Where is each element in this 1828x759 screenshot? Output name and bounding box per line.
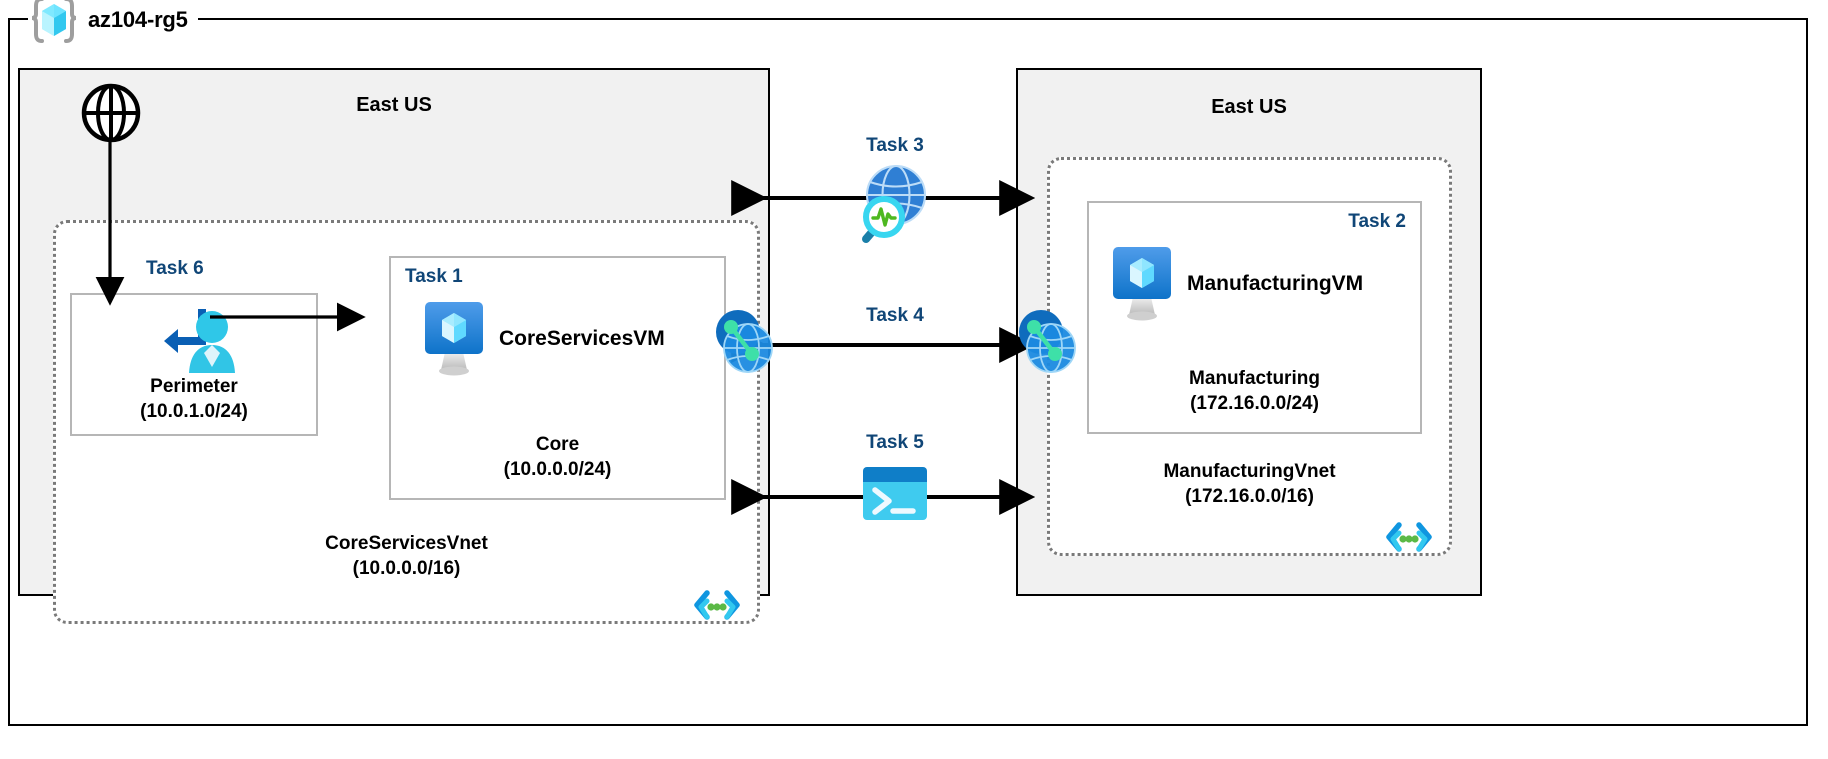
subnet-core-cidr: (10.0.0.0/24) [503,458,612,480]
resource-group-title: az104-rg5 [88,7,188,32]
vnet-manufacturing-cidr: (172.16.0.0/16) [1185,485,1314,507]
vm-coreservicesvm-row: CoreServicesVM [423,300,665,378]
connection-task4: Task 4 [820,305,970,327]
vm-manufacturingvm-name: ManufacturingVM [1187,272,1364,295]
task-label-task1: Task 1 [405,266,463,287]
connection-task3: Task 3 [820,135,970,247]
region-east-us-left: East US Task 6 [18,68,770,624]
vnet-coreservicesvnet: Task 6 Perimeter (1 [53,220,760,624]
vnet-core-cidr: (10.0.0.0/16) [352,557,461,579]
bastion-icon [158,303,238,378]
subnet-perimeter-cidr: (10.0.1.0/24) [140,400,248,422]
subnet-perimeter-name: Perimeter [150,376,238,398]
subnet-manufacturing-label: Manufacturing (172.16.0.0/24) [1089,367,1420,416]
vnet-manufacturing-name: ManufacturingVnet [1163,461,1336,483]
virtual-network-icon [693,589,741,621]
subnet-manufacturing-cidr: (172.16.0.0/24) [1190,392,1319,414]
subnet-perimeter-label: Perimeter (10.0.1.0/24) [72,375,316,424]
task-label-task4: Task 4 [866,305,924,326]
virtual-network-icon [1385,521,1433,553]
subnet-manufacturing: Task 2 [1087,201,1422,434]
vnet-peering-icon-left [709,306,781,378]
vnet-core-name: CoreServicesVnet [325,533,488,555]
region-left-title: East US [356,94,432,116]
vnet-manufacturingvnet: Task 2 [1047,157,1452,556]
subnet-core-name: Core [535,434,580,456]
vnet-peering-icon-right [1012,306,1084,378]
connection-task5: Task 5 [820,432,970,526]
task-label-task2: Task 2 [1348,211,1406,232]
subnet-core: Task 1 [389,256,726,500]
resource-group-header: az104-rg5 [28,0,198,43]
subnet-manufacturing-name: Manufacturing [1189,368,1320,390]
region-east-us-right: East US Task 2 [1016,68,1482,596]
cloud-shell-terminal-icon [859,464,931,526]
region-right-title: East US [1211,96,1287,118]
vm-manufacturingvm-row: ManufacturingVM [1111,245,1363,323]
task-label-task5: Task 5 [866,432,924,453]
subnet-core-label: Core (10.0.0.0/24) [391,433,724,482]
vnet-core-label: CoreServicesVnet (10.0.0.0/16) [56,532,757,581]
globe-icon [80,82,142,144]
virtual-machine-icon [423,300,485,378]
resource-group-cube-icon [28,0,80,44]
subnet-perimeter: Perimeter (10.0.1.0/24) [70,293,318,436]
task-label-task6: Task 6 [146,258,204,279]
network-watcher-icon [850,161,940,247]
vm-coreservicesvm-name: CoreServicesVM [499,327,665,350]
task-label-task3: Task 3 [866,135,924,156]
vnet-manufacturing-label: ManufacturingVnet (172.16.0.0/16) [1050,460,1449,509]
resource-group-frame [8,18,1808,726]
virtual-machine-icon [1111,245,1173,323]
